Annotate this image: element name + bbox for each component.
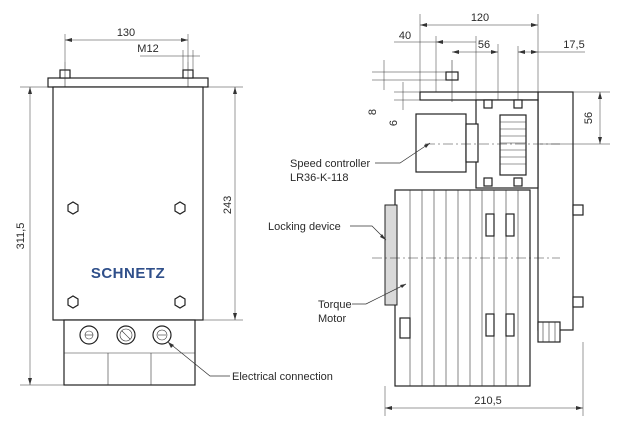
side-back-plate [537,91,574,331]
label-torque-motor: Torque Motor [318,283,407,325]
dim-m12: M12 [137,43,200,70]
label-locking-device: Locking device [268,221,387,241]
torque-motor-body [384,189,531,387]
cable-gland-middle-icon [116,325,136,345]
dim-311-5: 311,5 [15,86,64,386]
svg-text:6: 6 [388,120,400,126]
svg-text:Speed controller: Speed controller [290,158,370,170]
side-view: 120 40 56 17,5 [367,12,610,416]
svg-text:311,5: 311,5 [15,223,27,250]
cable-gland-right-icon [152,325,172,345]
brand-logo: SCHNETZ [91,265,165,282]
svg-text:17,5: 17,5 [563,39,584,51]
hex-screw-icon [174,201,186,215]
speed-controller-unit [415,113,467,173]
hex-screw-icon [174,295,186,309]
svg-text:Locking device: Locking device [268,221,341,233]
label-electrical-connection: Electrical connection [167,341,333,383]
hex-screw-icon [67,295,79,309]
cable-gland-left-icon [79,325,99,345]
dim-210-5: 210,5 [384,342,584,416]
dim-243: 243 [203,86,243,321]
top-mounting-plate [47,77,209,88]
svg-text:40: 40 [399,30,411,42]
svg-text:56: 56 [583,112,595,124]
dim-40: 40 [394,30,477,100]
hex-screw-icon [67,201,79,215]
svg-text:LR36-K-118: LR36-K-118 [290,172,349,184]
svg-text:Torque: Torque [318,299,352,311]
svg-text:8: 8 [367,109,379,115]
svg-text:130: 130 [117,27,135,39]
dim-120: 120 [419,12,539,92]
svg-text:243: 243 [222,196,234,214]
svg-text:120: 120 [471,12,489,24]
dim-8-6: 8 6 [367,60,446,126]
dim-130: 130 [64,27,189,62]
front-view: SCHNETZ 130 [15,27,243,386]
dim-17-5: 17,5 [517,39,585,100]
label-speed-controller: Speed controller LR36-K-118 [290,142,431,184]
svg-text:Electrical connection: Electrical connection [232,371,333,383]
svg-text:56: 56 [478,39,490,51]
gear-icon [499,114,527,176]
svg-text:210,5: 210,5 [474,395,502,407]
dim-56-right: 56 [540,91,610,145]
svg-text:Motor: Motor [318,313,346,325]
dim-56-top: 56 [452,39,499,100]
svg-text:M12: M12 [137,43,158,55]
